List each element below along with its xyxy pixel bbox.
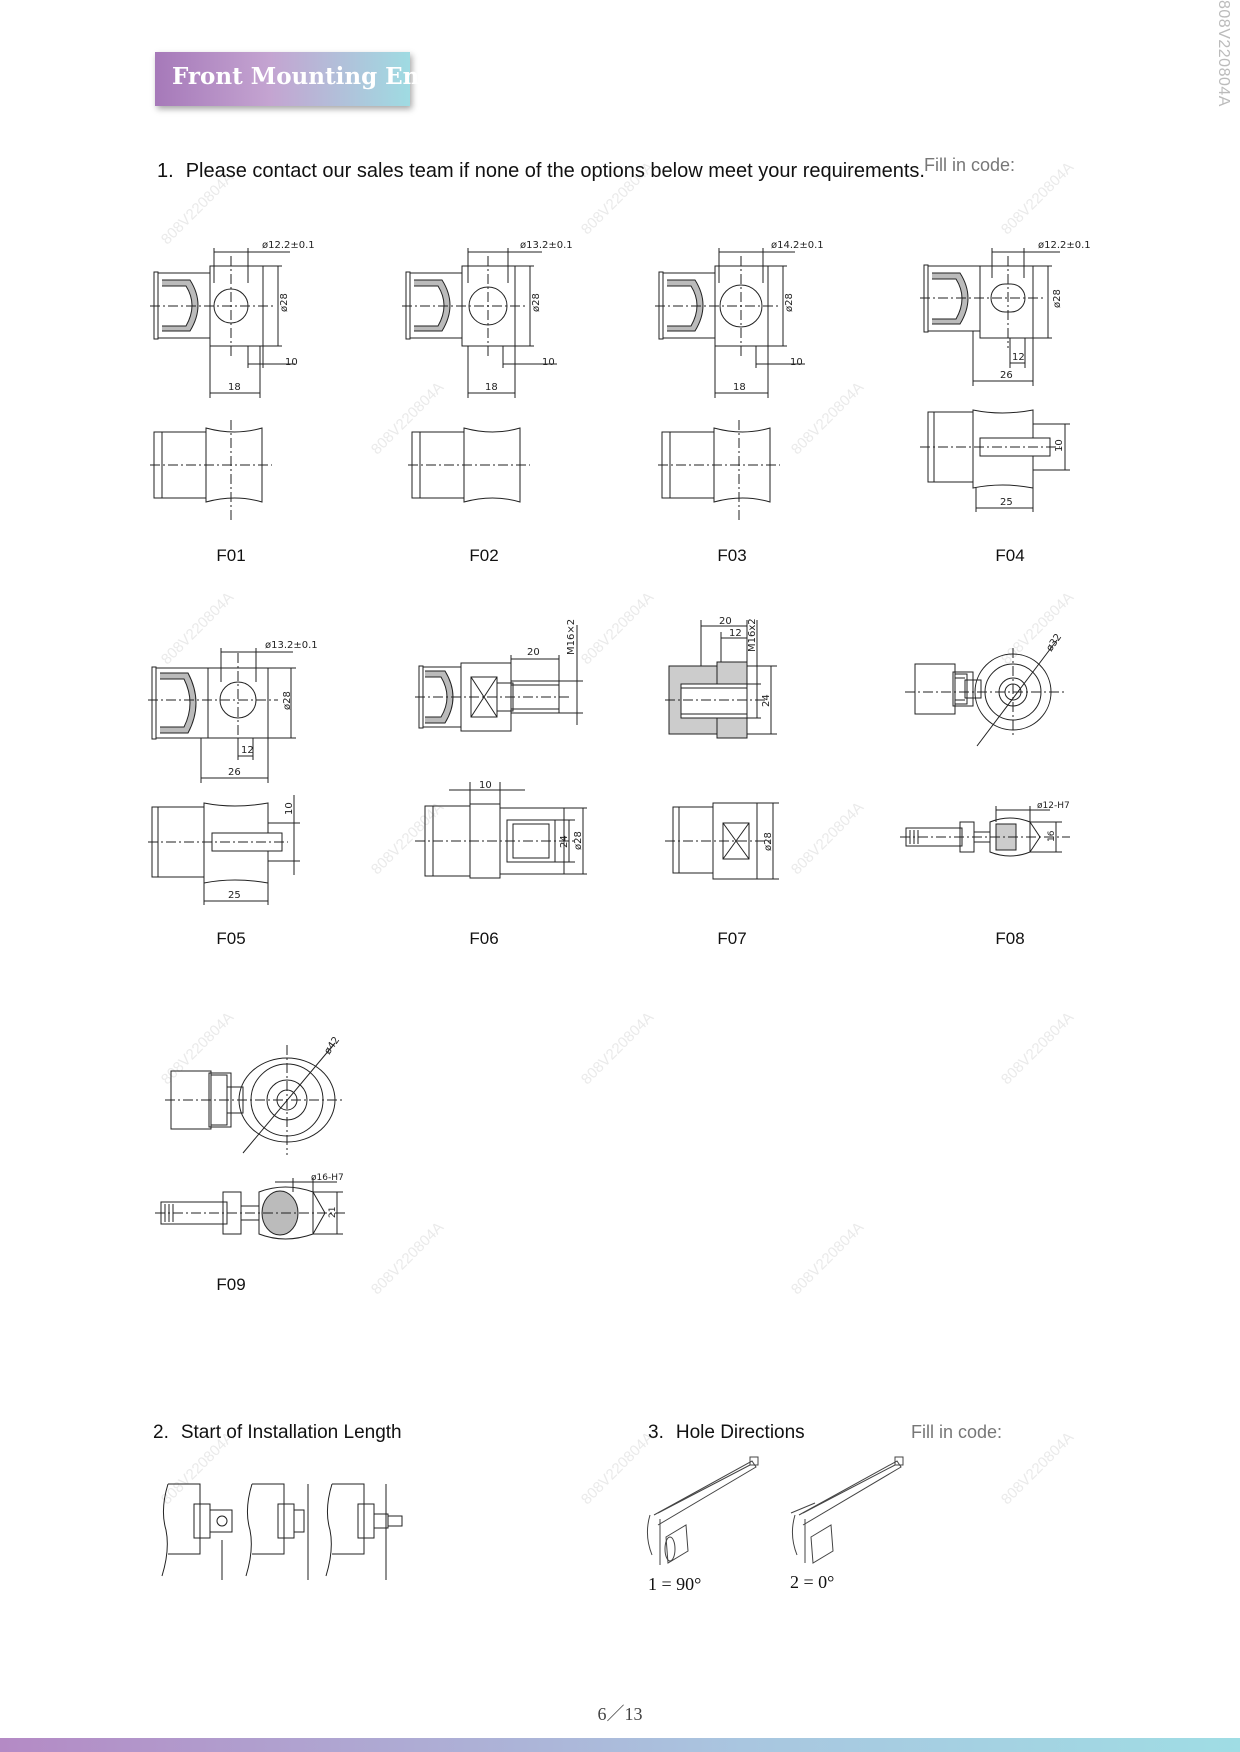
option-label-f07: F07	[717, 929, 747, 948]
dim-label: ø28	[279, 293, 290, 312]
section-number: 1.	[157, 160, 174, 182]
dim-label: ø28	[784, 293, 795, 312]
dim-label: 20	[719, 616, 732, 627]
dim-label: ø12-H7	[1037, 801, 1070, 811]
dim-label: 18	[733, 382, 746, 393]
dim-label: ø28	[1052, 289, 1063, 308]
dim-label: ø28	[531, 293, 542, 312]
watermark: 808V220804A	[787, 1218, 868, 1299]
dim-label: 25	[1000, 497, 1013, 508]
drawing-f01-side	[150, 420, 280, 520]
dim-label: 10	[285, 357, 298, 368]
dim-label: 26	[228, 767, 241, 778]
hole-direction-0-illustration	[785, 1455, 910, 1570]
dim-label: ø42	[322, 1035, 342, 1057]
drawing-f04-top: ø12.2±0.1 ø28 12 26	[920, 240, 1091, 388]
section-3-heading: 3. Hole Directions	[648, 1422, 805, 1444]
dim-label: ø12.2±0.1	[262, 240, 315, 251]
drawing-f03-side	[658, 420, 788, 520]
section-1-heading: 1. Please contact our sales team if none …	[157, 160, 925, 183]
drawing-f03-top: ø14.2±0.1 ø28 10 18	[655, 240, 824, 403]
drawing-f08-side: ø12-H7 16	[900, 801, 1080, 878]
page-number: 6／13	[597, 1704, 643, 1724]
option-label-f01: F01	[216, 546, 246, 565]
section-number: 3.	[648, 1422, 664, 1443]
drawing-f06-top: 20 M16×2	[415, 619, 585, 745]
watermark: 808V220804A	[577, 1008, 658, 1089]
dim-label: 18	[228, 382, 241, 393]
section-banner: Front Mounting End	[155, 52, 436, 106]
dim-label: 20	[527, 647, 540, 658]
option-label-f06: F06	[469, 929, 499, 948]
option-label-f03: F03	[717, 546, 747, 565]
watermark: 808V220804A	[367, 1218, 448, 1299]
drawing-f04-side: 10 25	[920, 408, 1080, 516]
watermark: 808V220804A	[997, 1008, 1078, 1089]
dim-label: 18	[485, 382, 498, 393]
drawing-f01-top: ø12.2±0.1 ø28 10 18	[150, 240, 315, 403]
drawing-f05-top: ø13.2±0.1 ø28 12 26	[148, 640, 318, 788]
section-title: Start of Installation Length	[180, 1422, 402, 1443]
dim-label: ø16-H7	[311, 1173, 344, 1183]
dim-label: 10	[479, 780, 492, 791]
dim-label: 10	[1054, 439, 1065, 452]
option-label-f04: F04	[995, 546, 1025, 565]
dim-label: ø13.2±0.1	[520, 240, 573, 251]
hole-option-2: 2 = 0°	[790, 1572, 835, 1592]
watermark: 808V220804A	[577, 588, 658, 669]
dim-label: 21	[328, 1207, 338, 1218]
dim-label: 26	[1000, 370, 1013, 381]
dim-label: 12	[241, 745, 254, 756]
dim-label: ø13.2±0.1	[265, 640, 318, 651]
option-label-f09: F09	[216, 1275, 246, 1294]
watermark: 808V220804A	[787, 798, 868, 879]
dim-label: ø28	[763, 832, 774, 851]
dim-label: M16×2	[566, 619, 577, 655]
drawing-f09-side: ø16-H7 21	[155, 1173, 355, 1250]
drawing-f07-side: ø28	[665, 795, 795, 895]
drawing-f02-side	[408, 420, 538, 520]
hole-option-1: 1 = 90°	[648, 1574, 702, 1594]
footer-gradient-bar	[0, 1738, 1240, 1752]
option-label-f02: F02	[469, 546, 499, 565]
dim-label: 12	[1012, 352, 1025, 363]
watermark: 808V220804A	[997, 1428, 1078, 1509]
fill-in-code-label: Fill in code:	[924, 155, 1016, 175]
option-label-f05: F05	[216, 929, 246, 948]
drawing-f02-top: ø13.2±0.1 ø28 10 18	[402, 240, 573, 403]
dim-label: 16	[1047, 830, 1057, 842]
dim-label: 10	[284, 802, 295, 815]
document-id-text: 808V220804A	[1215, 0, 1232, 107]
dim-label: ø28	[282, 691, 293, 710]
section-title: Hole Directions	[675, 1422, 805, 1443]
dim-label: ø12.2±0.1	[1038, 240, 1091, 251]
dim-label: M16x2	[747, 618, 758, 652]
hole-direction-90-illustration	[640, 1455, 765, 1570]
document-id: 808V220804A	[1210, 0, 1232, 110]
drawing-f09-top: ø42	[165, 1035, 355, 1160]
dim-label: 24	[761, 694, 772, 707]
drawing-f06-side: 10 24 ø28	[415, 780, 590, 890]
dim-label: 10	[790, 357, 803, 368]
option-label-f08: F08	[995, 929, 1025, 948]
dim-label: ø14.2±0.1	[771, 240, 824, 251]
installation-length-diagram	[160, 1480, 410, 1580]
fill-in-code-label: Fill in code:	[911, 1422, 1003, 1442]
dim-label: 24	[559, 835, 570, 848]
drawing-f05-side: 10 25	[148, 795, 308, 907]
dim-label: 10	[542, 357, 555, 368]
dim-label: ø28	[573, 831, 584, 850]
drawing-f08-top: ø32	[905, 632, 1085, 755]
section-text: Please contact our sales team if none of…	[185, 160, 925, 182]
dim-label: 12	[729, 628, 742, 639]
drawing-f07-top: 20 12 M16x2 24	[665, 616, 805, 747]
page-title: Front Mounting End	[172, 63, 436, 90]
dim-label: ø32	[1044, 632, 1064, 654]
section-number: 2.	[153, 1422, 169, 1443]
dim-label: 25	[228, 890, 241, 901]
section-2-heading: 2. Start of Installation Length	[153, 1422, 402, 1444]
